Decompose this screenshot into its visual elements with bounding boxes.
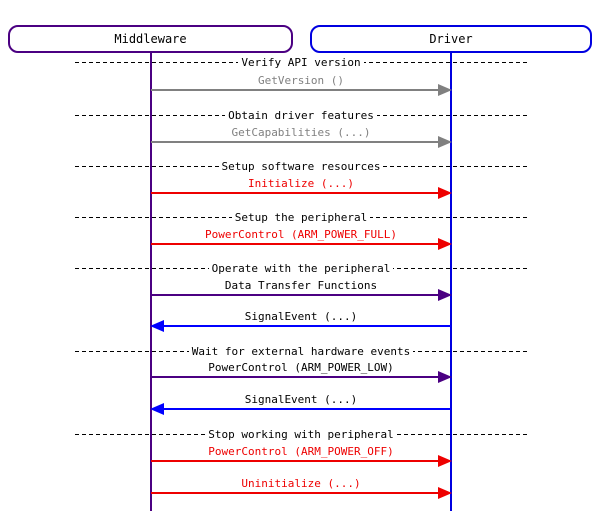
message-label: PowerControl (ARM_POWER_OFF) (208, 445, 394, 458)
message-label: Data Transfer Functions (224, 279, 378, 292)
arrowhead-right-icon (438, 455, 452, 467)
lifeline-driver (450, 53, 452, 511)
message-label: Initialize (...) (248, 177, 354, 190)
message-getcapabilities: GetCapabilities (...) (151, 126, 452, 148)
separator-label: Operate with the peripheral (208, 262, 394, 275)
arrow-left-icon (150, 320, 451, 332)
message-label: GetCapabilities (...) (231, 126, 371, 139)
arrow-right-icon (151, 455, 452, 467)
message-powercontrol-full: PowerControl (ARM_POWER_FULL) (151, 228, 452, 250)
separator-wait-external-hw-events: Wait for external hardware events (75, 344, 527, 359)
lifeline-middleware (150, 53, 152, 511)
arrow-right-icon (151, 487, 452, 499)
arrowhead-right-icon (438, 187, 452, 199)
arrowhead-left-icon (150, 320, 164, 332)
participant-label-middleware: Middleware (114, 32, 187, 46)
separator-label: Wait for external hardware events (188, 345, 414, 358)
separator-stop-working-with-peripheral: Stop working with peripheral (75, 427, 527, 442)
message-label: SignalEvent (...) (244, 310, 358, 323)
message-data-transfer-functions: Data Transfer Functions (151, 279, 452, 301)
message-initialize: Initialize (...) (151, 177, 452, 199)
separator-setup-the-peripheral: Setup the peripheral (75, 210, 527, 225)
arrow-right-icon (151, 187, 452, 199)
participant-box-middleware: Middleware (8, 25, 293, 53)
separator-label: Verify API version (238, 56, 364, 69)
message-powercontrol-off: PowerControl (ARM_POWER_OFF) (151, 445, 452, 467)
message-powercontrol-low: PowerControl (ARM_POWER_LOW) (151, 361, 452, 383)
message-signalevent-2: SignalEvent (...) (150, 393, 451, 415)
message-label: GetVersion () (257, 74, 345, 87)
arrowhead-right-icon (438, 289, 452, 301)
arrow-right-icon (151, 136, 452, 148)
separator-label: Obtain driver features (225, 109, 377, 122)
arrowhead-right-icon (438, 238, 452, 250)
message-label: SignalEvent (...) (244, 393, 358, 406)
arrow-left-icon (150, 403, 451, 415)
message-label: Uninitialize (...) (241, 477, 361, 490)
arrowhead-right-icon (438, 84, 452, 96)
separator-operate-with-peripheral: Operate with the peripheral (75, 261, 527, 276)
arrow-right-icon (151, 84, 452, 96)
arrowhead-right-icon (438, 371, 452, 383)
message-label: PowerControl (ARM_POWER_LOW) (208, 361, 394, 374)
arrow-right-icon (151, 371, 452, 383)
arrowhead-right-icon (438, 487, 452, 499)
separator-verify-api-version: Verify API version (75, 55, 527, 70)
arrow-right-icon (151, 238, 452, 250)
message-signalevent-1: SignalEvent (...) (150, 310, 451, 332)
separator-setup-software-resources: Setup software resources (75, 159, 527, 174)
message-label: PowerControl (ARM_POWER_FULL) (204, 228, 398, 241)
participant-box-driver: Driver (310, 25, 592, 53)
separator-label: Setup software resources (218, 160, 384, 173)
separator-obtain-driver-features: Obtain driver features (75, 108, 527, 123)
message-getversion: GetVersion () (151, 74, 452, 96)
separator-label: Setup the peripheral (231, 211, 371, 224)
arrowhead-left-icon (150, 403, 164, 415)
message-uninitialize: Uninitialize (...) (151, 477, 452, 499)
arrowhead-right-icon (438, 136, 452, 148)
arrow-right-icon (151, 289, 452, 301)
participant-label-driver: Driver (429, 32, 473, 46)
separator-label: Stop working with peripheral (205, 428, 397, 441)
